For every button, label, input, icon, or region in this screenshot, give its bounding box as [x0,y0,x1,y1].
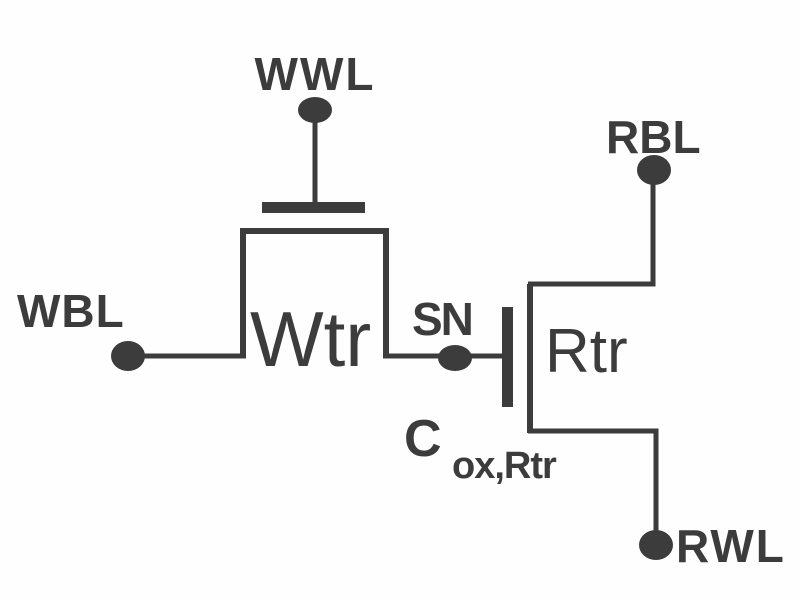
rtr-label: Rtr [545,317,628,386]
rwl-source-wire [528,428,659,545]
wwl-terminal-dot [298,97,332,123]
wwl-label: WWL [255,48,376,100]
wbl-terminal-dot [111,341,145,371]
wtr-gate-bar [262,202,365,213]
wbl-label: WBL [17,285,125,337]
sn-node-dot [438,345,472,371]
wtr-transistor-body [240,228,389,358]
rbl-label: RBL [606,111,701,163]
labels: WWL WBL Wtr SN RBL Rtr C ox,Rtr RWL [17,48,786,572]
solid-shapes [111,97,673,560]
rwl-label: RWL [676,520,786,572]
wires [128,112,659,545]
rbl-drain-wire [528,171,656,287]
sn-label: SN [412,293,472,345]
rbl-terminal-dot [637,155,671,185]
cap-ox-rtr-label-subscript: ox,Rtr [452,445,557,487]
rwl-terminal-dot [639,530,673,560]
rtr-gate-bar [502,307,513,407]
wtr-label: Wtr [250,295,371,383]
cap-ox-rtr-label-main: C [404,410,442,468]
